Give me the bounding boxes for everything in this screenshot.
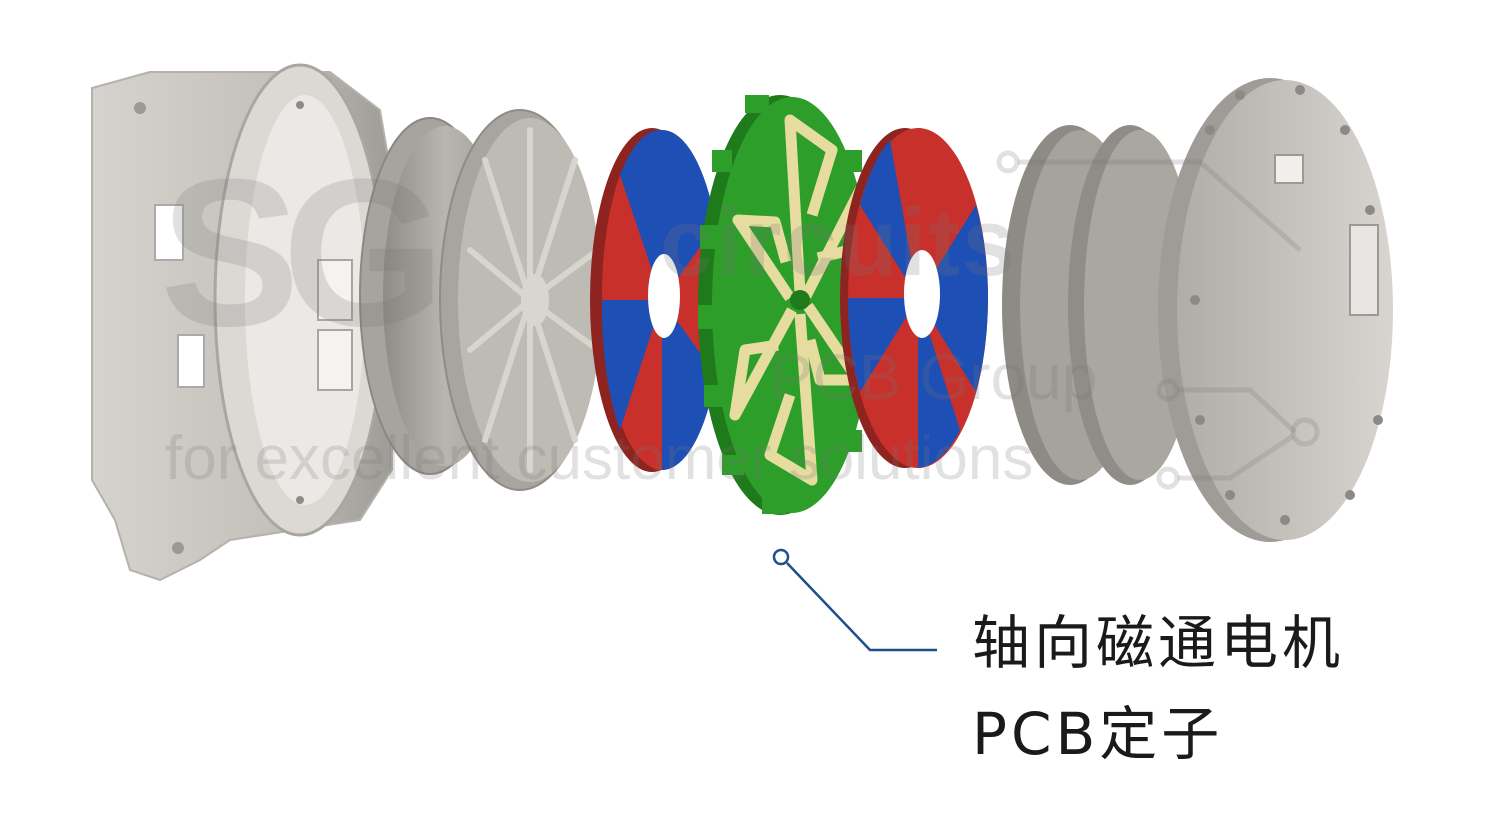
right-end-cap xyxy=(1158,78,1393,542)
magnet-rotor-left xyxy=(590,128,722,472)
watermark-brand: circuits xyxy=(660,189,1018,296)
magnet-rotor-right xyxy=(840,128,988,468)
rotor-disc-left xyxy=(439,109,602,491)
watermark-slogan: for excellent customer solutions xyxy=(165,424,1034,493)
callout-leader-line xyxy=(786,562,937,652)
left-housing xyxy=(91,63,393,582)
watermark-group: PCB Group xyxy=(770,341,1098,413)
back-iron-disc-right xyxy=(1002,125,1196,485)
watermark-logo: SG xyxy=(160,135,445,370)
watermark-circuit-graphic xyxy=(996,150,1320,490)
callout-label-title: 轴向磁通电机 xyxy=(972,609,1345,677)
callout-anchor-dot xyxy=(772,548,790,566)
callout-leader xyxy=(772,548,937,652)
pcb-stator xyxy=(698,95,874,515)
callout-label-subtitle: PCB定子 xyxy=(972,700,1224,768)
